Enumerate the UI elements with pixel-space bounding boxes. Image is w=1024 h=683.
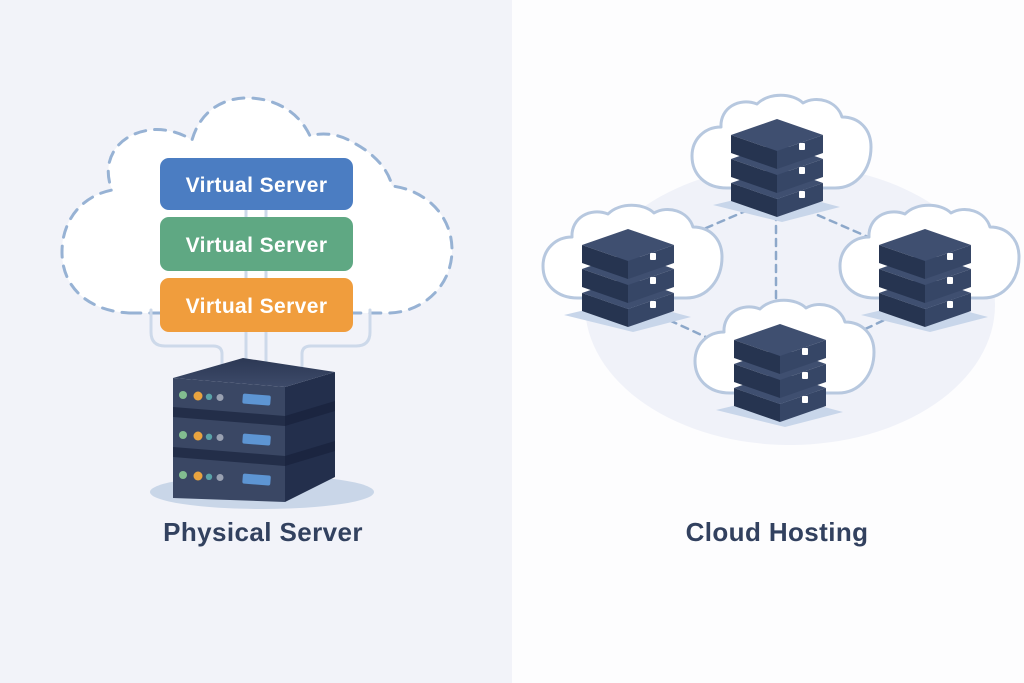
virtualization-cloud-group: Virtual Server Virtual Server Virtual Se… bbox=[60, 96, 454, 368]
virtual-server-label: Virtual Server bbox=[186, 234, 328, 257]
virtual-server-box-blue bbox=[160, 158, 353, 210]
virtual-server-label: Virtual Server bbox=[186, 295, 328, 318]
virtual-server-box-orange bbox=[160, 278, 353, 332]
virtual-server-box-green bbox=[160, 217, 353, 271]
server-slab-leds bbox=[179, 391, 271, 406]
server-slab-leds bbox=[179, 431, 271, 446]
virtual-server-label: Virtual Server bbox=[186, 174, 328, 197]
cloud-hosting-title: Cloud Hosting bbox=[685, 517, 869, 547]
virtual-server-boxes: Virtual Server Virtual Server Virtual Se… bbox=[160, 158, 353, 332]
server-slab-leds bbox=[179, 471, 271, 486]
physical-server-title: Physical Server bbox=[163, 517, 363, 547]
cloud-hosting-group bbox=[541, 93, 1021, 445]
physical-server-icon bbox=[150, 358, 374, 509]
